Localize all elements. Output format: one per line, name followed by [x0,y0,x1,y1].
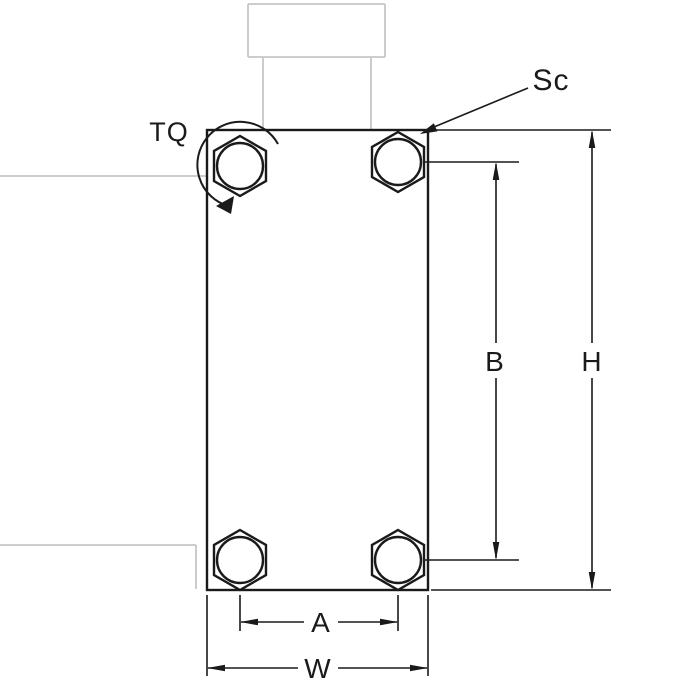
dim-h-arrow-up [588,130,596,148]
torque-arc [196,120,279,207]
dim-w-label: W [304,653,331,684]
bolt-bottom-left-circle [215,535,265,585]
dim-h-label: H [581,346,602,377]
dim-b-arrow-down [492,542,500,560]
bolt-top-left-hex [212,134,268,198]
dim-b-arrow-up [492,162,500,180]
bolt-bottom-right-circle [373,535,423,585]
phantom-geometry [0,3,386,589]
plate-and-bolts [205,128,430,592]
labels: TQ Sc B H A W [149,64,602,684]
dim-a-arrow-left [240,618,258,626]
arrowheads [207,123,596,672]
screw-leader-arrow [420,123,438,134]
label-backgrounds [298,343,609,684]
torque-label: TQ [149,117,189,147]
dim-a-arrow-right [380,618,398,626]
dim-w-arrow-left [207,664,225,672]
bolt-bottom-left-hex [212,528,268,592]
bolt-top-right-circle [373,137,423,187]
bolt-top-right-hex [370,130,426,194]
dim-h-arrow-down [588,572,596,590]
screw-label: Sc [532,64,569,97]
bolt-bottom-right-hex [370,528,426,592]
plate-outline [205,128,430,592]
dim-h-label-bg [575,343,609,378]
torque-arc-arrow [216,196,234,214]
dim-w-arrow-right [410,664,428,672]
dim-a-label: A [311,607,331,638]
dim-w-label-bg [298,652,338,684]
dim-b-label: B [485,346,505,377]
dim-a-label-bg [304,606,338,638]
screw-leader-line [433,87,529,128]
dim-b-label-bg [478,343,514,378]
bolt-top-left-circle [215,141,265,191]
